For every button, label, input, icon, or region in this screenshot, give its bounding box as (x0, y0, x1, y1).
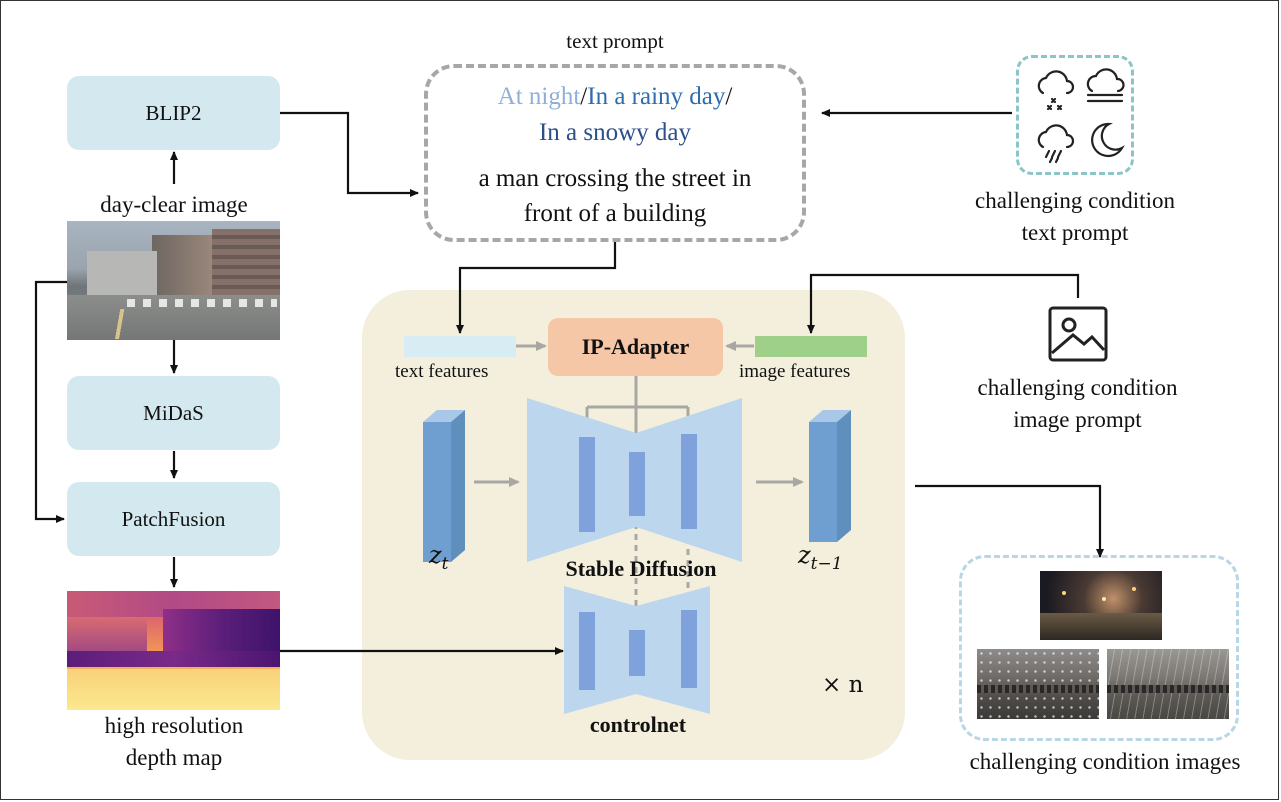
moon-icon (1091, 122, 1125, 158)
image-cond-line2: image prompt (1013, 407, 1142, 432)
zt-1-label: zt−1 (798, 541, 843, 574)
text-cond-line2: text prompt (1021, 220, 1129, 245)
patchfusion-box: PatchFusion (67, 482, 280, 556)
day-clear-image (67, 221, 280, 340)
condition-snowy: In a snowy day (538, 119, 692, 146)
patchfusion-label: PatchFusion (121, 506, 226, 531)
text-prompt-box (424, 64, 806, 242)
stable-diffusion-label: Stable Diffusion (565, 556, 717, 581)
text-features-label: text features (395, 361, 489, 382)
image-features-label: image features (739, 361, 851, 382)
rain-cloud-icon (1037, 124, 1075, 164)
rainy-output-image (1107, 649, 1229, 719)
image-cond-line1: challenging condition (977, 375, 1178, 400)
depth-label-line1: high resolution (104, 713, 244, 738)
latent-zt-1 (809, 410, 851, 542)
ip-adapter-label: IP-Adapter (581, 334, 690, 359)
depth-label-line2: depth map (125, 745, 223, 770)
caption-line1: a man crossing the street in (478, 165, 752, 192)
text-features-bar (404, 336, 516, 357)
separator: / (580, 83, 588, 110)
repeat-n-label: × n (822, 672, 864, 698)
latent-zt (423, 410, 465, 562)
day-clear-label: day-clear image (100, 192, 248, 217)
text-prompt-title: text prompt (566, 29, 664, 53)
midas-label: MiDaS (143, 400, 204, 425)
caption-line2: front of a building (523, 200, 707, 227)
separator: / (725, 83, 733, 110)
night-output-image (1040, 571, 1162, 640)
fog-icon (1086, 68, 1125, 103)
output-images-box (959, 555, 1239, 741)
image-features-bar (755, 336, 867, 357)
ip-adapter-box: IP-Adapter (548, 318, 723, 376)
snowy-output-image (977, 649, 1099, 719)
blip2-box: BLIP2 (67, 76, 280, 150)
snow-cloud-icon (1037, 70, 1075, 111)
blip2-label: BLIP2 (145, 100, 202, 125)
condition-rainy: In a rainy day (587, 83, 726, 110)
depth-map-image (67, 591, 280, 710)
weather-icons-box (1016, 55, 1134, 175)
condition-night: At night (497, 83, 581, 110)
text-cond-line1: challenging condition (975, 188, 1175, 213)
midas-box: MiDaS (67, 376, 280, 450)
condition-line1: At night/In a rainy day/ (424, 81, 806, 113)
controlnet-label: controlnet (589, 712, 687, 737)
output-label: challenging condition images (969, 749, 1241, 774)
zt-label: zt (429, 541, 449, 574)
